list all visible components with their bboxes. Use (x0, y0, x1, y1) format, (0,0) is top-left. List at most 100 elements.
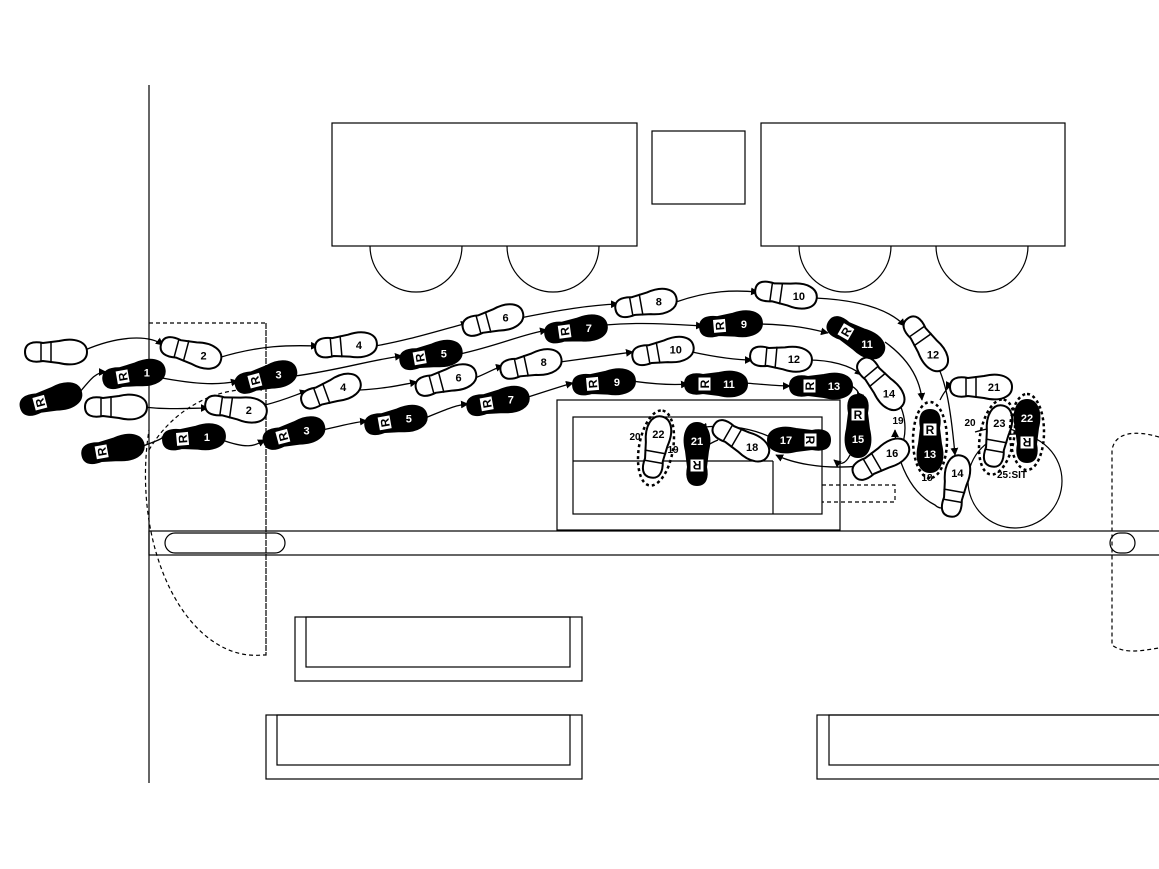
right-foot-marker (803, 432, 818, 448)
left-footprint (614, 287, 678, 319)
pivot-step-number: 19 (667, 445, 679, 456)
seat-label: 25:SIT (997, 470, 1027, 481)
step-number: 8 (656, 297, 662, 309)
footprint-sole (982, 404, 1014, 468)
sole-lines (764, 346, 778, 369)
left-footprint (499, 348, 563, 380)
sole-lines (722, 424, 743, 448)
right-foot-marker (174, 430, 191, 447)
left-footprint (23, 338, 89, 366)
left-footprint (461, 303, 525, 337)
right-foot-marker (246, 371, 264, 390)
footprint-sole (1013, 398, 1041, 464)
right-foot-marker (114, 368, 131, 386)
step-number: 16 (886, 448, 898, 460)
left-footprint (631, 335, 695, 367)
step-number: 14 (951, 468, 964, 480)
sole-lines (428, 371, 445, 394)
footprint-sole (83, 393, 149, 421)
step-number: 4 (356, 340, 363, 352)
step-number: 13 (828, 381, 840, 393)
step-number: 4 (340, 382, 347, 394)
step-number: 2 (200, 351, 206, 363)
sole-lines (40, 341, 52, 363)
right-footprint: R (699, 310, 763, 338)
right-foot-marker (31, 393, 49, 412)
right-foot-letter: R (803, 436, 817, 445)
left-footprint (300, 372, 362, 410)
step-number: 22 (652, 429, 664, 441)
pivot-step-number: 18 (921, 473, 933, 484)
right-foot-marker (802, 378, 817, 394)
footprint-sole (414, 363, 478, 397)
step-number: 3 (275, 369, 281, 381)
left-footprint (948, 373, 1014, 401)
sole-lines (313, 382, 331, 406)
step-number: 14 (883, 389, 896, 401)
counter-band (148, 530, 1159, 556)
step-number: 2 (246, 405, 252, 417)
pivot-outline (911, 400, 949, 480)
pivot-step-number: 19 (892, 416, 904, 427)
pivot-step-number: 20 (964, 418, 976, 429)
right-footprint: R (683, 421, 711, 487)
lower-table-1 (294, 616, 583, 682)
footprint-sole (788, 372, 854, 400)
right-foot-letter: R (275, 430, 291, 442)
footprint-sole (631, 335, 695, 367)
right-foot-letter: R (692, 458, 701, 472)
sole-lines (628, 293, 644, 316)
right-foot-letter: R (713, 321, 728, 331)
pivot-outline (977, 398, 1017, 476)
right-foot-letter: R (176, 434, 191, 444)
right-foot-marker (376, 414, 393, 432)
step-number: 12 (927, 349, 939, 361)
right-foot-letter: R (1022, 435, 1031, 449)
right-foot-letter: R (586, 379, 601, 389)
step-number: 1 (144, 368, 150, 380)
left-footprint (711, 419, 771, 463)
footprint-sole (162, 423, 226, 451)
sole-lines (644, 449, 667, 465)
footprint-sole (204, 394, 268, 424)
sole-lines (985, 438, 1008, 454)
right-foot-marker (1019, 435, 1035, 450)
chair-3 (798, 245, 892, 293)
footprint-sole (856, 356, 906, 412)
table-right (760, 122, 1066, 247)
footprint-sole (81, 433, 145, 465)
footprint-sole (572, 368, 636, 396)
sole-lines (645, 341, 661, 364)
step-number: 21 (691, 436, 703, 448)
sole-lines (965, 376, 977, 398)
left-footprint (754, 280, 818, 310)
right-footprint: R (766, 426, 832, 454)
footprint-sole (23, 338, 89, 366)
right-foot-letter: R (94, 446, 109, 457)
right-foot-marker (850, 407, 866, 422)
sole-lines (769, 282, 784, 305)
chair-2 (506, 245, 600, 293)
step-number: 12 (788, 354, 800, 366)
footprint-sole (826, 316, 886, 360)
right-foot-marker (922, 422, 938, 437)
right-foot-letter: R (412, 352, 427, 363)
sole-lines (100, 396, 112, 418)
step-number: 3 (303, 425, 309, 437)
seat-circle (967, 433, 1063, 529)
footprint-sole (711, 419, 771, 463)
pivot-step-number: 20 (629, 432, 641, 443)
right-foot-letter: R (558, 326, 573, 337)
sole-lines (329, 335, 343, 358)
step-number: 9 (741, 319, 747, 331)
lower-table-2-inner (276, 714, 571, 766)
chair-4 (935, 245, 1029, 293)
right-foot-marker (274, 427, 292, 446)
right-footprint: R (826, 316, 886, 360)
right-foot-letter: R (926, 423, 935, 437)
lower-table-3 (816, 714, 1159, 780)
step-number: 11 (861, 339, 873, 351)
footprint-sole (766, 426, 832, 454)
pivot-outline (1008, 392, 1046, 472)
step-number: 11 (723, 379, 735, 391)
